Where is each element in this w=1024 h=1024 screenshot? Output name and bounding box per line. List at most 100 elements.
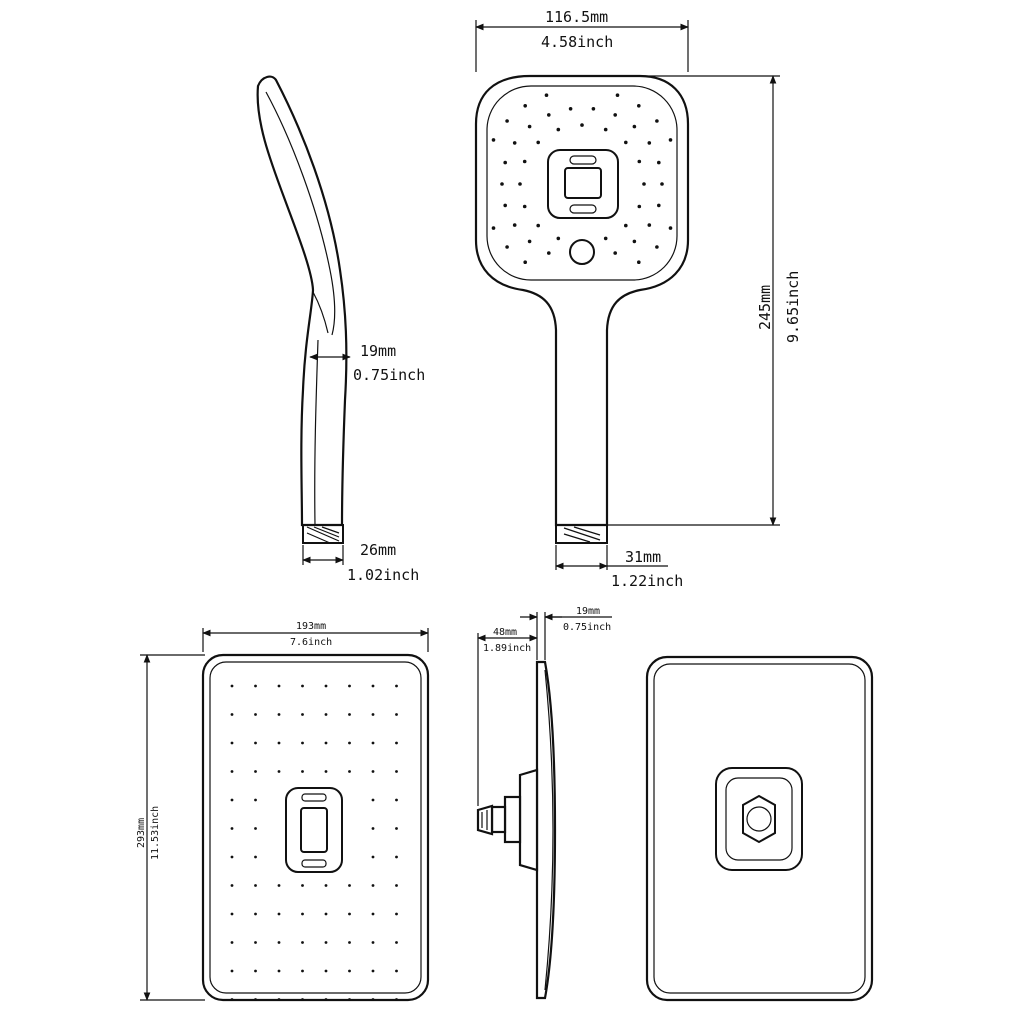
nozzle-dot bbox=[324, 770, 328, 773]
nozzle-dot bbox=[568, 107, 573, 111]
overhead-front-view: 193mm 7.6inch 293mm 11.53inch bbox=[136, 621, 430, 1002]
nozzle-dot bbox=[518, 182, 522, 186]
nozzle-dot bbox=[395, 684, 398, 688]
nozzle-dot bbox=[371, 969, 375, 973]
nozzle-dot bbox=[505, 245, 509, 249]
nozzle-dot bbox=[277, 713, 281, 716]
front-base-inch: 1.22inch bbox=[611, 572, 683, 590]
nozzle-dot bbox=[230, 770, 234, 773]
mode-switch-button bbox=[569, 239, 595, 265]
spray-mode-insert bbox=[547, 149, 619, 219]
nozzle-dot bbox=[522, 204, 527, 209]
nozzle-dot bbox=[632, 239, 637, 244]
nozzle-dot bbox=[491, 226, 496, 230]
nozzle-dot bbox=[301, 998, 304, 1001]
handheld-nozzle-grid bbox=[491, 93, 673, 265]
nozzle-dot bbox=[324, 969, 328, 973]
nozzle-dot bbox=[230, 998, 234, 1001]
nozzle-dot bbox=[324, 998, 328, 1001]
nozzle-dot bbox=[613, 113, 617, 117]
nozzle-dot bbox=[547, 113, 551, 117]
mount-plate bbox=[715, 767, 803, 871]
nozzle-dot bbox=[624, 140, 628, 145]
handheld-front-view: 116.5mm 4.58inch 245mm 9.65inch 31mm 1.2… bbox=[474, 8, 802, 590]
overhead-height-inch: 11.53inch bbox=[150, 806, 161, 860]
nozzle-dot bbox=[230, 684, 234, 688]
handheld-side-view: 19mm 0.75inch 26mm 1.02inch bbox=[256, 75, 425, 584]
nozzle-dot bbox=[230, 969, 234, 973]
nozzle-dot bbox=[505, 119, 509, 123]
nozzle-dot bbox=[277, 684, 281, 688]
overhead-width-inch: 7.6inch bbox=[290, 637, 332, 648]
nozzle-dot bbox=[348, 684, 351, 688]
nozzle-dot bbox=[395, 884, 398, 887]
front-height-mm: 245mm bbox=[756, 285, 774, 330]
nozzle-dot bbox=[324, 741, 328, 745]
side-neck-inch: 0.75inch bbox=[353, 366, 425, 384]
nozzle-dot bbox=[527, 239, 532, 244]
nozzle-dot bbox=[254, 684, 257, 688]
nozzle-dot bbox=[556, 127, 561, 132]
overhead-back-view bbox=[645, 655, 874, 1002]
nozzle-dot bbox=[371, 798, 375, 802]
nozzle-dot bbox=[277, 884, 281, 887]
overhead-depth-inch: 1.89inch bbox=[483, 643, 531, 654]
nozzle-dot bbox=[503, 203, 508, 208]
nozzle-dot bbox=[277, 941, 281, 944]
nozzle-dot bbox=[655, 119, 659, 123]
nozzle-dot bbox=[254, 969, 257, 973]
nozzle-dot bbox=[348, 713, 351, 716]
nozzle-dot bbox=[512, 223, 517, 227]
nozzle-dot bbox=[301, 912, 304, 916]
nozzle-dot bbox=[371, 684, 375, 688]
nozzle-dot bbox=[371, 884, 375, 887]
nozzle-dot bbox=[371, 855, 375, 859]
nozzle-dot bbox=[301, 770, 304, 773]
nozzle-dot bbox=[230, 741, 234, 745]
nozzle-dot bbox=[395, 713, 398, 716]
nozzle-dot bbox=[395, 969, 398, 973]
nozzle-dot bbox=[491, 138, 496, 142]
nozzle-dot bbox=[230, 912, 234, 916]
nozzle-dot bbox=[591, 107, 596, 111]
nozzle-dot bbox=[371, 770, 375, 773]
nozzle-dot bbox=[642, 182, 646, 186]
front-width-inch: 4.58inch bbox=[541, 33, 613, 51]
nozzle-dot bbox=[348, 770, 351, 773]
nozzle-dot bbox=[632, 124, 637, 129]
nozzle-dot bbox=[371, 827, 375, 830]
nozzle-dot bbox=[371, 998, 375, 1001]
nozzle-dot bbox=[637, 260, 641, 265]
nozzle-dot bbox=[395, 798, 398, 802]
nozzle-dot bbox=[277, 770, 281, 773]
nozzle-dot bbox=[512, 141, 517, 145]
nozzle-dot bbox=[230, 798, 234, 802]
nozzle-dot bbox=[668, 138, 673, 142]
nozzle-dot bbox=[668, 226, 673, 230]
nozzle-dot bbox=[637, 104, 641, 108]
overhead-width-mm: 193mm bbox=[296, 621, 326, 632]
nozzle-dot bbox=[500, 182, 504, 186]
nozzle-dot bbox=[395, 827, 398, 830]
nozzle-dot bbox=[348, 969, 351, 973]
nozzle-dot bbox=[254, 713, 257, 716]
nozzle-dot bbox=[503, 160, 508, 165]
nozzle-dot bbox=[254, 770, 257, 773]
nozzle-dot bbox=[527, 124, 532, 129]
nozzle-dot bbox=[395, 770, 398, 773]
nozzle-dot bbox=[603, 236, 608, 241]
nozzle-dot bbox=[324, 912, 328, 916]
nozzle-dot bbox=[301, 741, 304, 745]
overhead-nozzle-grid bbox=[230, 684, 398, 1001]
nozzle-dot bbox=[371, 713, 375, 716]
nozzle-dot bbox=[254, 941, 257, 944]
nozzle-dot bbox=[657, 203, 661, 208]
nozzle-dot bbox=[277, 969, 281, 973]
overhead-height-mm: 293mm bbox=[136, 818, 147, 848]
nozzle-dot bbox=[230, 713, 234, 716]
nozzle-dot bbox=[230, 884, 234, 887]
front-width-mm: 116.5mm bbox=[545, 8, 608, 26]
nozzle-dot bbox=[230, 827, 234, 830]
nozzle-dot bbox=[230, 941, 234, 944]
nozzle-dot bbox=[254, 884, 257, 887]
